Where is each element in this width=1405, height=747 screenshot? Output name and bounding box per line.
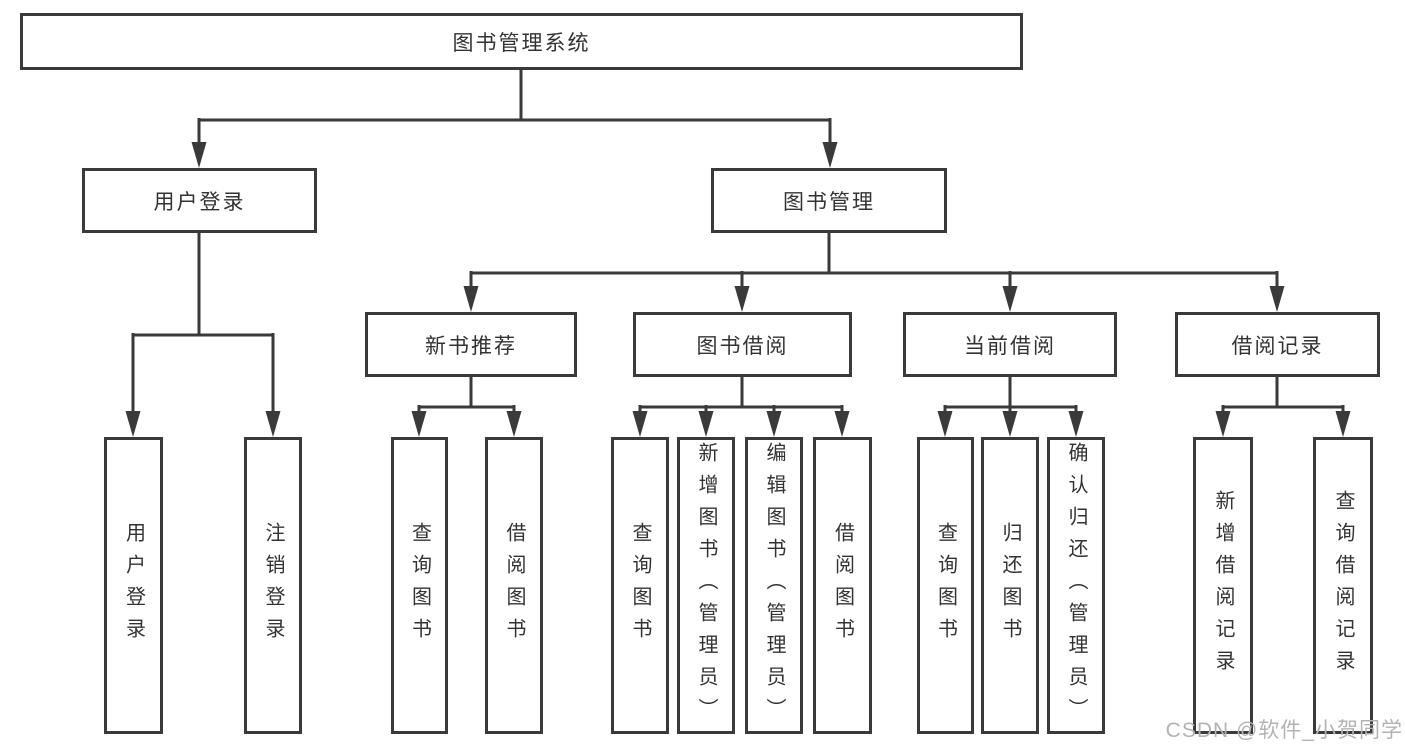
leaf-label: 确认归还（管理员） (1065, 441, 1087, 730)
connector-newrec-to-leaves (417, 376, 516, 415)
leaf-label: 借阅图书 (503, 521, 525, 650)
node-user-login: 用户登录 (82, 168, 317, 233)
node-label: 当前借阅 (964, 334, 1056, 358)
node-label: 新书推荐 (425, 334, 517, 358)
node-borrowing-records: 借阅记录 (1175, 312, 1380, 377)
node-library-management-system: 图书管理系统 (20, 13, 1023, 70)
leaf-borrowing-borrow-books: 借阅图书 (813, 437, 872, 734)
node-label: 用户登录 (153, 190, 246, 214)
connector-userlogin-to-leaves (131, 232, 275, 414)
csdn-watermark: CSDN @软件_小贺同学 (1165, 719, 1403, 742)
leaf-label: 新增借阅记录 (1212, 489, 1234, 682)
node-current-borrowing: 当前借阅 (903, 312, 1117, 377)
connector-current-to-leaves (943, 376, 1078, 415)
connector-root-to-level2 (197, 70, 832, 146)
leaf-borrowing-edit-books-admin: 编辑图书（管理员） (745, 437, 803, 734)
leaf-current-confirm-return-admin: 确认归还（管理员） (1047, 437, 1105, 734)
leaf-records-query-borrow-record: 查询借阅记录 (1313, 437, 1373, 734)
leaf-label: 借阅图书 (831, 521, 854, 650)
leaf-label: 查询图书 (408, 521, 431, 650)
node-label: 借阅记录 (1231, 334, 1324, 358)
leaf-label: 查询借阅记录 (1332, 489, 1354, 682)
leaf-current-return-books: 归还图书 (981, 437, 1039, 734)
leaf-label: 注销登录 (262, 521, 284, 650)
arrowheads (125, 142, 1351, 437)
leaf-label: 查询图书 (934, 521, 957, 650)
connector-records-to-leaves (1221, 377, 1345, 415)
node-label: 图书管理系统 (452, 31, 591, 55)
node-book-borrowing: 图书借阅 (633, 312, 852, 377)
connector-bookmgmt-to-level3 (469, 232, 1279, 290)
leaf-label: 归还图书 (999, 521, 1021, 650)
leaf-user-login: 用户登录 (104, 437, 163, 734)
leaf-label: 用户登录 (122, 521, 145, 650)
leaf-records-add-borrow-record: 新增借阅记录 (1193, 437, 1253, 734)
leaf-logout-login: 注销登录 (244, 437, 302, 734)
leaf-label: 编辑图书（管理员） (763, 441, 785, 730)
leaf-borrowing-add-books-admin: 新增图书（管理员） (677, 437, 735, 734)
leaf-borrowing-query-books: 查询图书 (611, 437, 669, 734)
leaf-current-query-books: 查询图书 (917, 437, 974, 734)
connector-borrow-to-leaves (638, 376, 844, 415)
node-label: 图书管理 (783, 190, 875, 214)
leaf-label: 新增图书（管理员） (695, 441, 717, 730)
node-label: 图书借阅 (696, 334, 789, 358)
leaf-rec-query-books: 查询图书 (391, 437, 448, 734)
node-new-book-recommendation: 新书推荐 (365, 312, 577, 377)
leaf-rec-borrow-books: 借阅图书 (485, 437, 543, 734)
node-book-management: 图书管理 (711, 168, 947, 233)
leaf-label: 查询图书 (629, 521, 651, 650)
